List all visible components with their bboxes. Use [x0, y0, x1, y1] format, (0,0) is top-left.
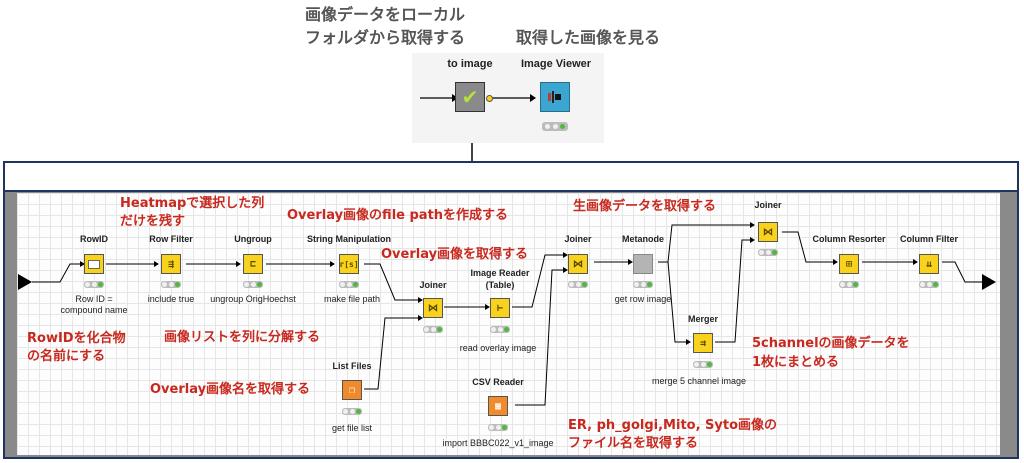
- rowid-sub1: Row ID =: [75, 294, 113, 304]
- annotation-overlay-path: Overlay画像のfile pathを作成する: [287, 208, 509, 223]
- merger-node[interactable]: ⇉: [693, 333, 713, 353]
- list-files-sub: get file list: [331, 423, 373, 433]
- joiner1-status: [423, 326, 443, 333]
- annotation-raw-get: 生画像データを取得する: [573, 199, 717, 214]
- to-image-node[interactable]: ✔: [455, 82, 485, 112]
- join-icon: ⋈: [573, 258, 583, 270]
- ungroup-node[interactable]: ⊏: [243, 254, 263, 274]
- metanode-title: Metanode: [621, 234, 665, 244]
- metanode-sub: get row image: [614, 294, 672, 304]
- file-list-icon: ❐: [348, 384, 356, 396]
- annotation-ungroup: 画像リストを列に分解する: [164, 330, 321, 345]
- column-filter-status: [919, 281, 939, 288]
- column-filter-node[interactable]: ⇊: [919, 254, 939, 274]
- workflow-canvas: [17, 193, 1000, 455]
- check-icon: ✔: [461, 85, 479, 109]
- annotation-csv-line1: ER, ph_golgi,Mito, Syto画像の: [568, 418, 778, 433]
- joiner3-node[interactable]: ⋈: [758, 222, 778, 242]
- joiner1-node[interactable]: ⋈: [423, 298, 443, 318]
- image-reader-node[interactable]: ⊢: [490, 298, 510, 318]
- csv-reader-sub: import BBBC022_v1_image: [442, 438, 554, 448]
- annotation-heatmap-line1: Heatmapで選択した列: [120, 196, 265, 211]
- column-filter-icon: ⇊: [925, 258, 933, 270]
- join-icon: ⋈: [763, 226, 773, 238]
- viewer-icon: [548, 91, 561, 103]
- column-resorter-node[interactable]: ⊞: [839, 254, 859, 274]
- annotation-overlay-name: Overlay画像名を取得する: [150, 382, 311, 397]
- column-resorter-status: [839, 281, 859, 288]
- id-card-icon: [88, 259, 100, 269]
- image-viewer-node[interactable]: [540, 82, 570, 112]
- joiner3-status: [758, 249, 778, 256]
- row-filter-title: Row Filter: [149, 234, 193, 244]
- rowid-title: RowID: [80, 234, 108, 244]
- top-title-line1: 画像データをローカル: [305, 5, 466, 24]
- rowid-status: [84, 281, 104, 288]
- annotation-rowid-line2: の名前にする: [27, 349, 106, 364]
- annotation-merge-line2: 1枚にまとめる: [752, 355, 840, 370]
- metanode-header-bar: [3, 161, 1019, 191]
- to-image-title: to image: [447, 58, 493, 70]
- join-icon: ⋈: [428, 302, 438, 314]
- annotation-heatmap-line2: だけを残す: [120, 214, 186, 229]
- merge-icon: ⇉: [699, 337, 707, 349]
- annotation-merge-line1: 5channelの画像データを: [752, 336, 910, 351]
- metanode-out-port: [982, 274, 996, 290]
- top-title-line2: フォルダから取得する: [305, 28, 466, 47]
- ungroup-icon: ⊏: [249, 258, 257, 270]
- metanode-link-line: [471, 143, 473, 161]
- to-image-output-port[interactable]: [486, 95, 493, 102]
- joiner2-node[interactable]: ⋈: [568, 254, 588, 274]
- metanode-in-port: [18, 274, 32, 290]
- row-filter-sub: include true: [147, 294, 195, 304]
- joiner3-title: Joiner: [754, 200, 782, 210]
- string-manip-sub: make file path: [323, 294, 381, 304]
- string-manip-status: [339, 281, 359, 288]
- rowid-sub2: compound name: [60, 305, 128, 315]
- image-reader-title1: Image Reader: [470, 268, 530, 278]
- row-filter-node[interactable]: ⇶: [161, 254, 181, 274]
- string-manip-node[interactable]: r[s]: [339, 254, 359, 274]
- image-reader-sub: read overlay image: [459, 343, 537, 353]
- joiner2-title: Joiner: [564, 234, 592, 244]
- string-manip-title: String Manipulation: [307, 234, 391, 244]
- merger-sub: merge 5 channel image: [651, 376, 747, 386]
- rowid-node[interactable]: [84, 254, 104, 274]
- table-icon: ▦: [494, 400, 502, 412]
- image-viewer-status: [542, 122, 568, 131]
- merger-status: [693, 361, 713, 368]
- list-files-title: List Files: [332, 361, 372, 371]
- resort-icon: ⊞: [845, 258, 853, 270]
- list-files-status: [342, 408, 362, 415]
- csv-reader-title: CSV Reader: [472, 377, 524, 387]
- image-reader-title2: (Table): [485, 280, 515, 290]
- metanode-status: [633, 281, 653, 288]
- image-viewer-title: Image Viewer: [520, 58, 592, 70]
- joiner1-title: Joiner: [419, 280, 447, 290]
- ungroup-sub: ungroup OrigHoechst: [210, 294, 296, 304]
- merger-title: Merger: [687, 314, 719, 324]
- column-filter-title: Column Filter: [900, 234, 958, 244]
- annotation-overlay-get: Overlay画像を取得する: [381, 247, 529, 262]
- annotation-csv-line2: ファイル名を取得する: [568, 436, 699, 451]
- joiner2-status: [568, 281, 588, 288]
- row-filter-status: [161, 281, 181, 288]
- filter-arrows-icon: ⇶: [167, 258, 175, 270]
- top-title-right: 取得した画像を見る: [516, 28, 661, 47]
- metanode-node[interactable]: [633, 254, 653, 274]
- string-icon: r[s]: [339, 259, 359, 269]
- ungroup-title: Ungroup: [234, 234, 272, 244]
- csv-reader-status: [488, 424, 508, 431]
- reader-icon: ⊢: [496, 302, 504, 314]
- annotation-rowid-line1: RowIDを化合物: [27, 331, 126, 346]
- image-reader-status: [490, 326, 510, 333]
- list-files-node[interactable]: ❐: [342, 380, 362, 400]
- csv-reader-node[interactable]: ▦: [488, 396, 508, 416]
- column-resorter-title: Column Resorter: [812, 234, 886, 244]
- ungroup-status: [243, 281, 263, 288]
